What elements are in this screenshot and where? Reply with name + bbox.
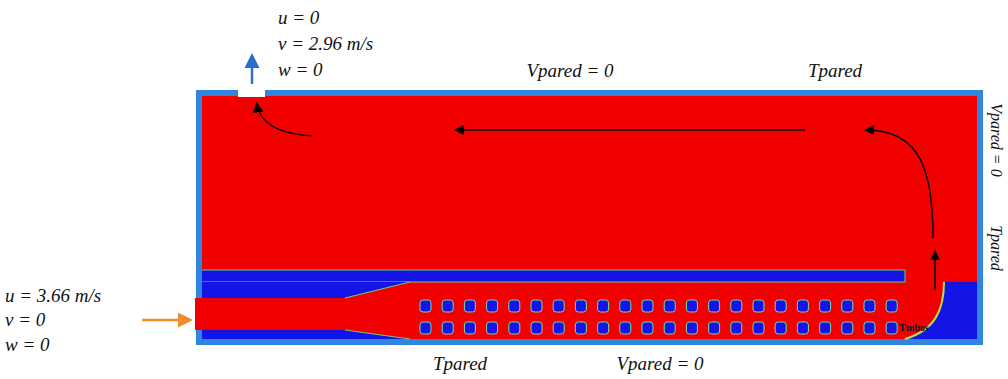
tube	[620, 300, 631, 312]
boundary-condition-label: Tpared	[808, 61, 862, 82]
tube	[598, 300, 609, 312]
wall-frame	[196, 90, 983, 345]
flow-arrow	[866, 130, 933, 238]
tube	[864, 300, 875, 312]
tube	[731, 322, 742, 334]
flow-arrow	[934, 252, 936, 290]
outlet-opening	[238, 89, 265, 97]
tube	[775, 322, 786, 334]
tube	[620, 322, 631, 334]
tube	[575, 322, 586, 334]
tube	[709, 300, 720, 312]
tube	[420, 322, 431, 334]
tube	[442, 322, 453, 334]
tube-bank	[420, 300, 897, 334]
tube	[553, 322, 564, 334]
boundary-condition-label: Vpared = 0	[526, 61, 613, 82]
fluid-region	[202, 96, 977, 339]
tube	[820, 300, 831, 312]
contour-line	[345, 282, 410, 339]
tube	[797, 322, 808, 334]
tube	[531, 322, 542, 334]
tube	[842, 300, 853, 312]
boundary-condition-label: u = 0	[278, 8, 319, 29]
tube	[842, 322, 853, 334]
boundary-condition-label: w = 0	[5, 335, 50, 356]
outlet-arrow	[251, 56, 254, 84]
boundary-condition-label: Vpared = 0	[616, 354, 703, 375]
tube	[775, 300, 786, 312]
tube	[598, 322, 609, 334]
tube	[753, 300, 764, 312]
tube	[664, 300, 675, 312]
tube	[509, 300, 520, 312]
boundary-condition-label: v = 2.96 m/s	[278, 34, 373, 55]
tube	[531, 300, 542, 312]
tube	[686, 322, 697, 334]
tube	[487, 322, 498, 334]
tube-temperature-label: Ttubos	[899, 322, 929, 333]
tube	[886, 322, 897, 334]
boundary-condition-label: Vpared = 0	[987, 103, 1005, 176]
boundary-condition-label: w = 0	[278, 60, 323, 81]
tube	[487, 300, 498, 312]
tube	[886, 300, 897, 312]
tube	[820, 322, 831, 334]
tube	[686, 300, 697, 312]
boundary-condition-label: Tpared	[433, 354, 487, 375]
tube	[464, 300, 475, 312]
tube	[642, 300, 653, 312]
tube	[442, 300, 453, 312]
tube	[731, 300, 742, 312]
contour-line	[202, 270, 905, 282]
tube	[709, 322, 720, 334]
boundary-condition-label: v = 0	[5, 310, 45, 331]
cold-band	[202, 270, 905, 282]
inlet-arrow	[142, 319, 190, 322]
flow-arrow	[257, 104, 312, 136]
tube	[797, 300, 808, 312]
boundary-condition-label: u = 3.66 m/s	[5, 286, 101, 307]
tube	[753, 322, 764, 334]
tube	[464, 322, 475, 334]
inlet-opening	[195, 298, 203, 330]
tube	[864, 322, 875, 334]
tube	[664, 322, 675, 334]
tube	[642, 322, 653, 334]
flow-arrow	[456, 129, 805, 131]
tube	[553, 300, 564, 312]
tube	[509, 322, 520, 334]
boundary-condition-label: Tpared	[987, 225, 1005, 271]
tube	[420, 300, 431, 312]
tube	[575, 300, 586, 312]
